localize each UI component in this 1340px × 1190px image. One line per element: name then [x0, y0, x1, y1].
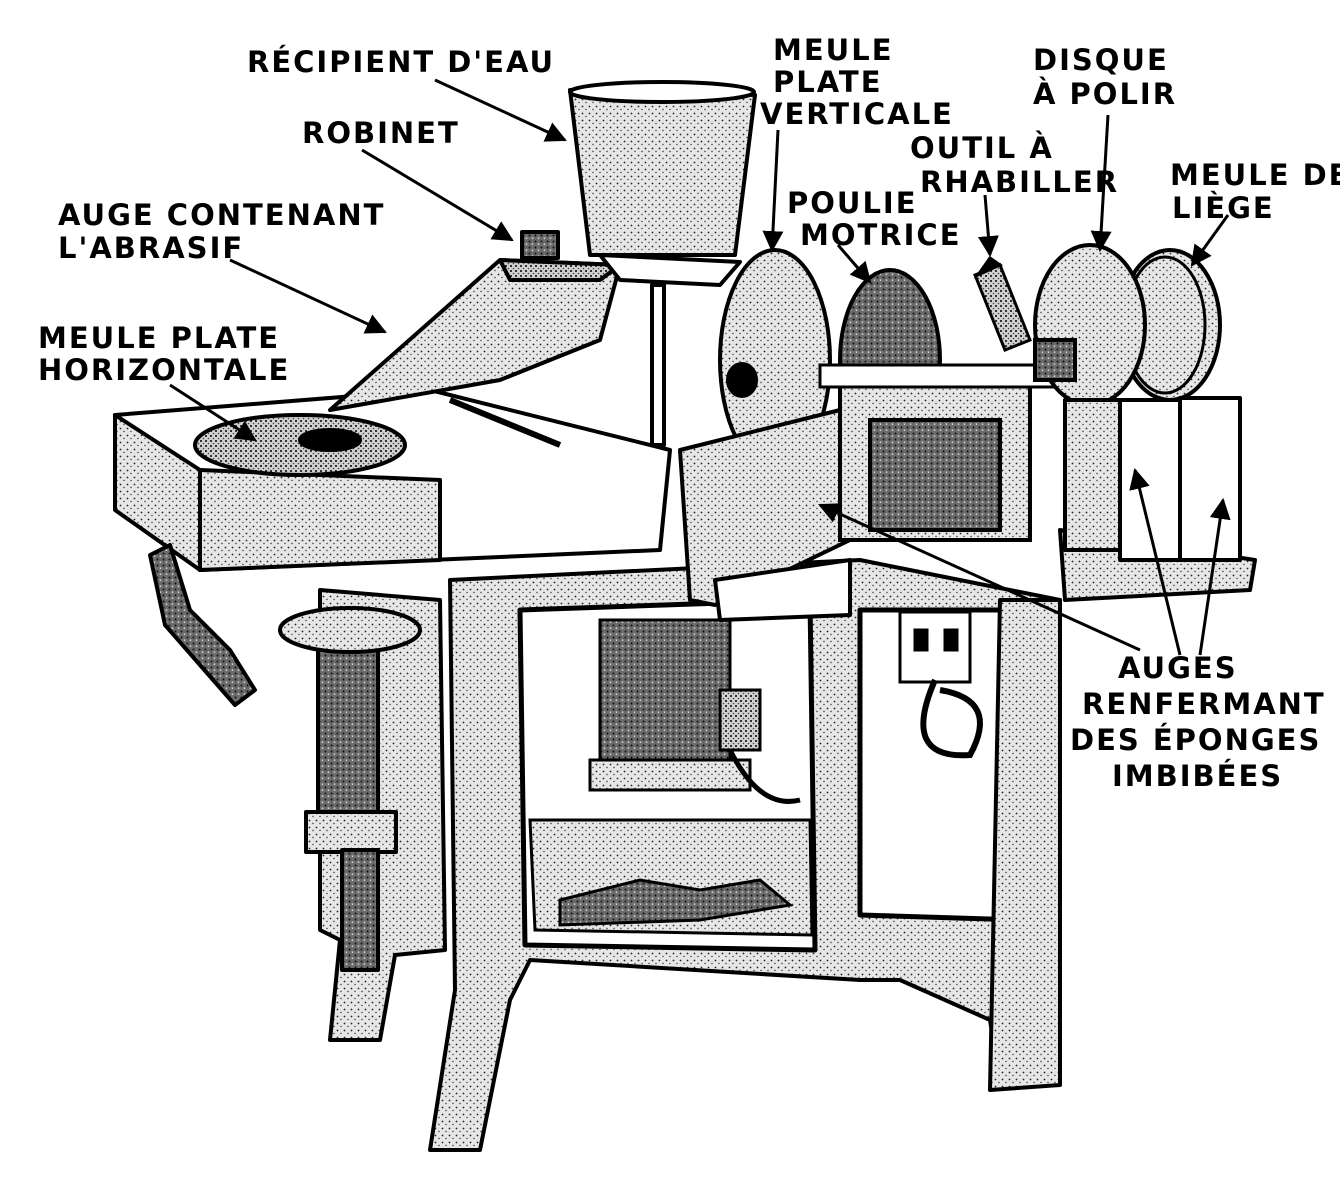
arrow-recipient-eau [434, 78, 567, 142]
arrow-meule-verticale [762, 129, 784, 253]
arrow-disque [1090, 114, 1112, 253]
pedestal-flange [278, 606, 422, 654]
outlet-box [898, 610, 983, 759]
shelf-tools [558, 878, 794, 927]
pulley-window [868, 418, 1002, 532]
motor-mount [588, 758, 752, 792]
table-rail [448, 397, 562, 448]
label-auges-4: IMBIBÉES [1112, 759, 1283, 793]
label-meule-horizontale-1: MEULE PLATE [38, 321, 280, 355]
outlet-plate [898, 610, 972, 684]
label-robinet: ROBINET [302, 116, 460, 150]
label-outil-2: RHABILLER [920, 165, 1119, 199]
label-auge-abrasif-2: L'ABRASIF [58, 231, 244, 265]
label-poulie-1: POULIE [787, 186, 918, 220]
stand-post [650, 283, 666, 447]
motor-cable [727, 748, 801, 804]
label-meule-liege-1: MEULE DE [1170, 158, 1340, 192]
labels: RÉCIPIENT D'EAU ROBINET AUGE CONTENANT L… [38, 33, 1340, 793]
arrow-auges-1 [818, 503, 1141, 652]
vertical-wheel-assembly [678, 248, 852, 622]
dressing-tool-body [973, 263, 1032, 352]
arrow-outil [977, 194, 999, 258]
arrow-auges-2 [1129, 467, 1182, 656]
trough-support [1063, 398, 1122, 552]
socket-left [913, 628, 929, 652]
arrow-auges-3 [1198, 497, 1231, 656]
guard-tray [713, 558, 852, 622]
abrasive-trough [328, 258, 622, 412]
outlet-cable [920, 678, 983, 759]
label-auges-2: RENFERMANT [1082, 687, 1326, 721]
arrow-meule-horizontale [169, 383, 257, 442]
label-meule-verticale-1: MEULE [773, 33, 894, 67]
motor-body [598, 618, 732, 772]
sponge-troughs [1058, 396, 1257, 602]
electric-motor [588, 618, 801, 804]
right-bearing [1033, 338, 1077, 382]
arrow-meule-liege [1190, 214, 1230, 267]
dressing-tool-tip [973, 255, 1004, 279]
label-disque-1: DISQUE [1033, 43, 1169, 77]
container-rim [568, 80, 756, 104]
sponge-trough-right [1178, 396, 1242, 562]
socket-right [943, 628, 959, 652]
container-stand [598, 253, 742, 287]
lap-spindle [298, 428, 362, 452]
pedestal-collar [304, 810, 398, 854]
drain-pipe [148, 543, 257, 707]
horizontal-flat-lap [193, 413, 407, 477]
label-auges-3: DES ÉPONGES [1070, 723, 1321, 757]
trough-body [328, 258, 622, 412]
arrow-poulie [836, 244, 872, 284]
drive-pulley-assembly [838, 268, 1032, 542]
polishing-wheels [1033, 243, 1222, 407]
table-front-face [198, 468, 442, 572]
label-meule-verticale-3: VERTICALE [760, 97, 954, 131]
pedestal-column [316, 638, 380, 842]
water-container [520, 80, 757, 447]
label-disque-2: À POLIR [1033, 77, 1177, 111]
dressing-tool [973, 255, 1032, 352]
trough-top [498, 258, 622, 282]
label-auge-abrasif-1: AUGE CONTENANT [58, 198, 385, 232]
motor-switch-box [718, 688, 762, 752]
label-meule-horizontale-2: HORIZONTALE [38, 353, 290, 387]
arrow-auge-abrasif [229, 258, 387, 334]
label-meule-verticale-2: PLATE [773, 65, 883, 99]
tool-shelf [528, 818, 814, 937]
faucet [520, 230, 560, 260]
pedestal-foot [340, 848, 380, 972]
arrow-robinet [361, 148, 514, 242]
label-auges-1: AUGES [1118, 651, 1238, 685]
front-right-leg [988, 598, 1062, 1092]
wheel-hub [726, 362, 758, 398]
leader-lines [169, 78, 1231, 656]
label-meule-liege-2: LIÈGE [1172, 191, 1275, 225]
label-recipient-eau: RÉCIPIENT D'EAU [247, 45, 555, 79]
label-outil-1: OUTIL À [910, 131, 1054, 165]
container-body [568, 88, 757, 257]
label-poulie-2: MOTRICE [800, 218, 962, 252]
